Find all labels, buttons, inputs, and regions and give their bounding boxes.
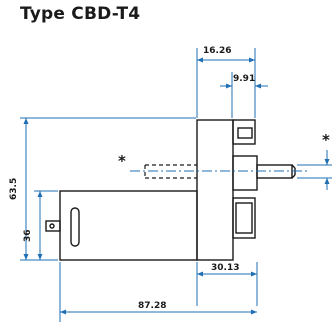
terminal — [45, 220, 61, 232]
motor-slot — [70, 207, 80, 247]
lower-boss — [232, 197, 256, 239]
dim-top-width: 16.26 — [203, 46, 231, 56]
dim-bottom-right: 30.13 — [211, 263, 239, 273]
part-outline — [45, 119, 296, 261]
dimension-lines — [20, 48, 332, 322]
left-shaft-hidden — [144, 164, 197, 179]
terminal-hole — [49, 223, 55, 229]
shaft-hub — [232, 155, 258, 191]
motor-body — [59, 190, 198, 261]
lower-boss-inner — [235, 202, 253, 234]
upper-stud — [232, 119, 256, 145]
dim-bottom-total: 87.28 — [138, 301, 166, 311]
dim-height-lower: 36 — [23, 229, 33, 242]
upper-stud-cap — [237, 127, 253, 139]
arrowheads — [23, 57, 330, 315]
flange-plate — [196, 119, 234, 261]
callout-shaft-left: * — [118, 152, 126, 170]
callout-shaft-right: * — [322, 131, 330, 149]
dim-top-inner: 9.91 — [233, 74, 255, 84]
diagram-title: Type CBD-T4 — [20, 4, 141, 24]
dim-height-total: 63.5 — [9, 178, 19, 200]
